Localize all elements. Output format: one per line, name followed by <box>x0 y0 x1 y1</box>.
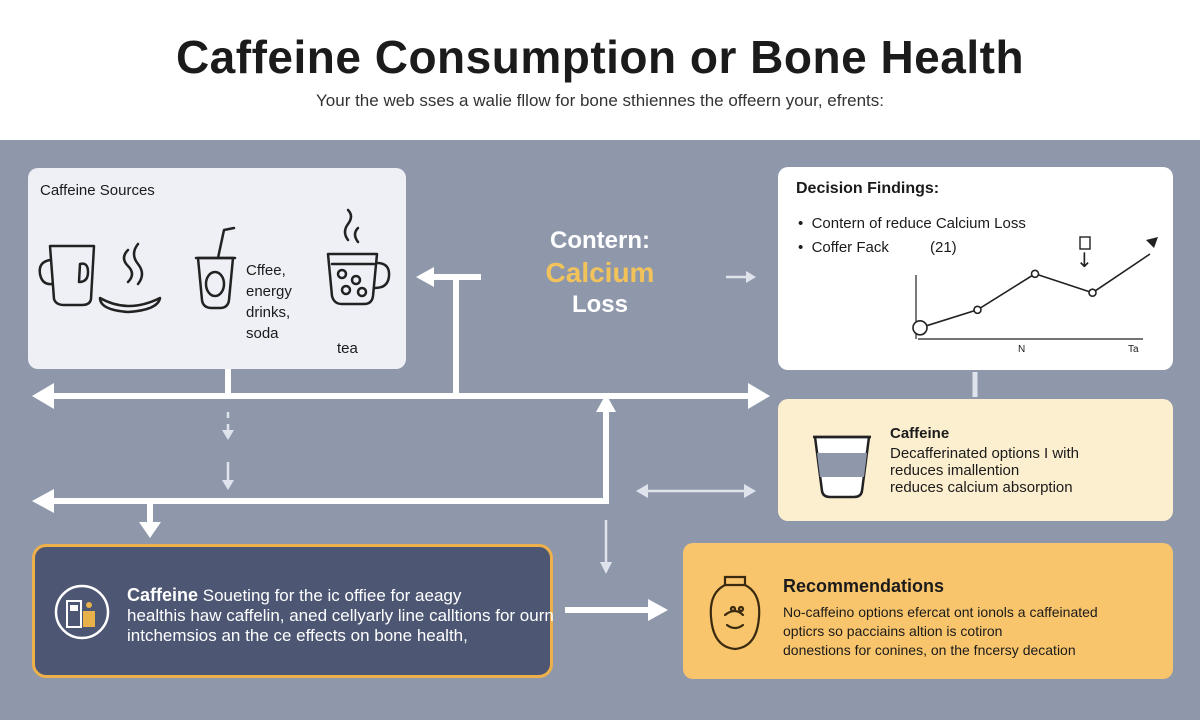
marker-flag-icon <box>1079 236 1091 250</box>
caffeine-card-line: Decafferinated options I with <box>890 445 1080 462</box>
device-icon <box>54 584 110 640</box>
return-arrowhead-left <box>32 489 54 513</box>
decaf-cup-icon <box>813 435 871 499</box>
recommendation-line: No-caffeino options efercat ont ionols a… <box>783 604 1098 620</box>
caffeine-sources-title: Caffeine Sources <box>40 182 155 199</box>
return-arrowhead-up <box>596 394 616 412</box>
saucer-icon <box>98 296 162 314</box>
trend-chart: ↓ <box>912 236 1158 340</box>
page-title: Caffeine Consumption or Bone Health <box>175 31 1025 83</box>
recommendation-line: donestions for conines, on the fncersy d… <box>783 642 1076 658</box>
concern-left-arrowhead <box>416 267 434 287</box>
concern-heading: Contern: <box>550 227 650 254</box>
jar-icon <box>709 575 761 651</box>
trend-point <box>912 320 928 336</box>
header: Caffeine Consumption or Bone Health Your… <box>0 0 1200 140</box>
recommendation-line: opticrs so pacciains altion is cotiron <box>783 623 1003 639</box>
summary-line: healthis haw caffelin, aned cellyarly li… <box>127 606 554 625</box>
summary-lead: Caffeine <box>127 585 199 605</box>
source-item: drinks, <box>246 304 291 321</box>
caffeine-card: Caffeine Decafferinated options I with r… <box>778 399 1173 521</box>
connector-layer <box>32 267 978 621</box>
findings-bullet: • Coffer Fack <box>798 239 889 256</box>
caffeine-sources-list: Cffee, energy drinks, soda <box>246 260 292 344</box>
page-subtitle: Your the web sses a walie fllow for bone… <box>316 91 884 110</box>
diagram-canvas: Caffeine Sources <box>0 140 1200 720</box>
sources-icons <box>38 208 391 314</box>
trend-arrowhead <box>1146 237 1158 248</box>
recommendations-body: No-caffeino options efercat ont ionols a… <box>783 603 1098 660</box>
source-item: soda <box>246 325 279 342</box>
drop-arrowhead <box>139 522 161 538</box>
summary-line: intchemsios an the ce effects on bone he… <box>127 626 468 645</box>
drink-cup-icon <box>194 226 237 310</box>
concern-highlight: Calcium <box>545 257 655 288</box>
main-flow-arrow-right-head <box>748 383 770 409</box>
decision-findings-card: Decision Findings: • Contern of reduce C… <box>778 167 1173 370</box>
tea-label: tea <box>337 340 358 357</box>
concern-callout: Contern: Calcium Loss <box>505 226 695 320</box>
findings-value: (21) <box>930 239 957 256</box>
source-item: energy <box>246 283 292 300</box>
summary-line: Soueting for the ic offiee for aeagy <box>198 586 462 605</box>
rec-flow-arrowhead <box>648 599 668 621</box>
trend-axis-label: Ta <box>1128 344 1139 355</box>
marker-down-icon: ↓ <box>1076 248 1093 272</box>
caffeine-card-title: Caffeine <box>890 425 950 442</box>
caffeine-card-line: reduces calcium absorption <box>890 479 1073 496</box>
findings-bullet: • Contern of reduce Calcium Loss <box>798 215 1026 232</box>
summary-text: Caffeine Soueting for the ic offiee for … <box>127 585 554 646</box>
trend-line <box>919 253 1151 329</box>
main-flow-arrow-left-head <box>32 383 54 409</box>
trend-axis-label: N <box>1018 344 1026 355</box>
trend-point <box>1030 269 1040 279</box>
caffeine-card-line: reduces imallention <box>890 462 1020 479</box>
findings-title: Decision Findings: <box>796 180 940 197</box>
trend-point <box>973 305 982 315</box>
trend-point <box>1088 288 1097 297</box>
recommendations-card: Recommendations No-caffeino options efer… <box>683 543 1173 679</box>
source-item: Cffee, <box>246 262 286 279</box>
recommendations-title: Recommendations <box>783 576 945 596</box>
caffeine-summary-card: Caffeine Soueting for the ic offiee for … <box>32 544 554 678</box>
coffee-mug-icon <box>38 244 96 307</box>
caffeine-sources-card: Caffeine Sources <box>28 168 406 369</box>
steam-icon <box>122 242 144 286</box>
concern-detail: Loss <box>571 291 628 318</box>
tea-mug-icon <box>326 208 391 306</box>
caffeine-card-body: Decafferinated options I with reduces im… <box>890 445 1079 496</box>
